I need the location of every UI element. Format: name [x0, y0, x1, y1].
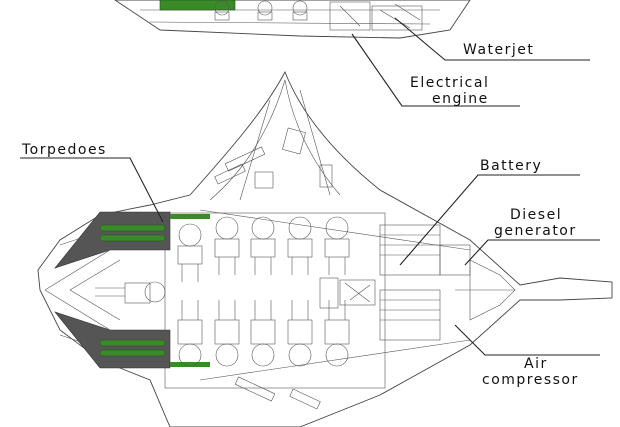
- label-torpedoes: Torpedoes: [21, 142, 107, 158]
- label-electrical-engine-line2: engine: [432, 91, 489, 107]
- label-air-compressor-line1: Air: [524, 356, 548, 372]
- air-compressor-leader: [454, 324, 600, 356]
- pressure-hull: [164, 212, 386, 389]
- label-diesel-generator-line1: Diesel: [510, 207, 562, 223]
- wing-hatches: [214, 127, 333, 410]
- upper-vessel-partial: [114, 0, 471, 39]
- electrical-engine-leader: [351, 33, 520, 107]
- label-waterjet: Waterjet: [463, 42, 534, 58]
- crew-seats: [95, 216, 350, 367]
- waterjet-leader: [394, 17, 590, 61]
- battery-leader: [399, 174, 580, 266]
- torpedoes-leader: [20, 157, 164, 223]
- label-air-compressor-line2: compressor: [482, 372, 579, 388]
- label-electrical-engine-line1: Electrical: [410, 75, 489, 91]
- label-battery: Battery: [480, 158, 542, 174]
- diesel-generator-leader: [464, 239, 600, 266]
- leader-lines: [20, 17, 600, 356]
- torpedo-tubes: [99, 214, 210, 367]
- upper-torpedo-tubes: [159, 0, 236, 11]
- upper-machinery: [329, 1, 423, 31]
- label-diesel-generator-line2: generator: [494, 223, 577, 239]
- machinery-bay: [319, 224, 516, 341]
